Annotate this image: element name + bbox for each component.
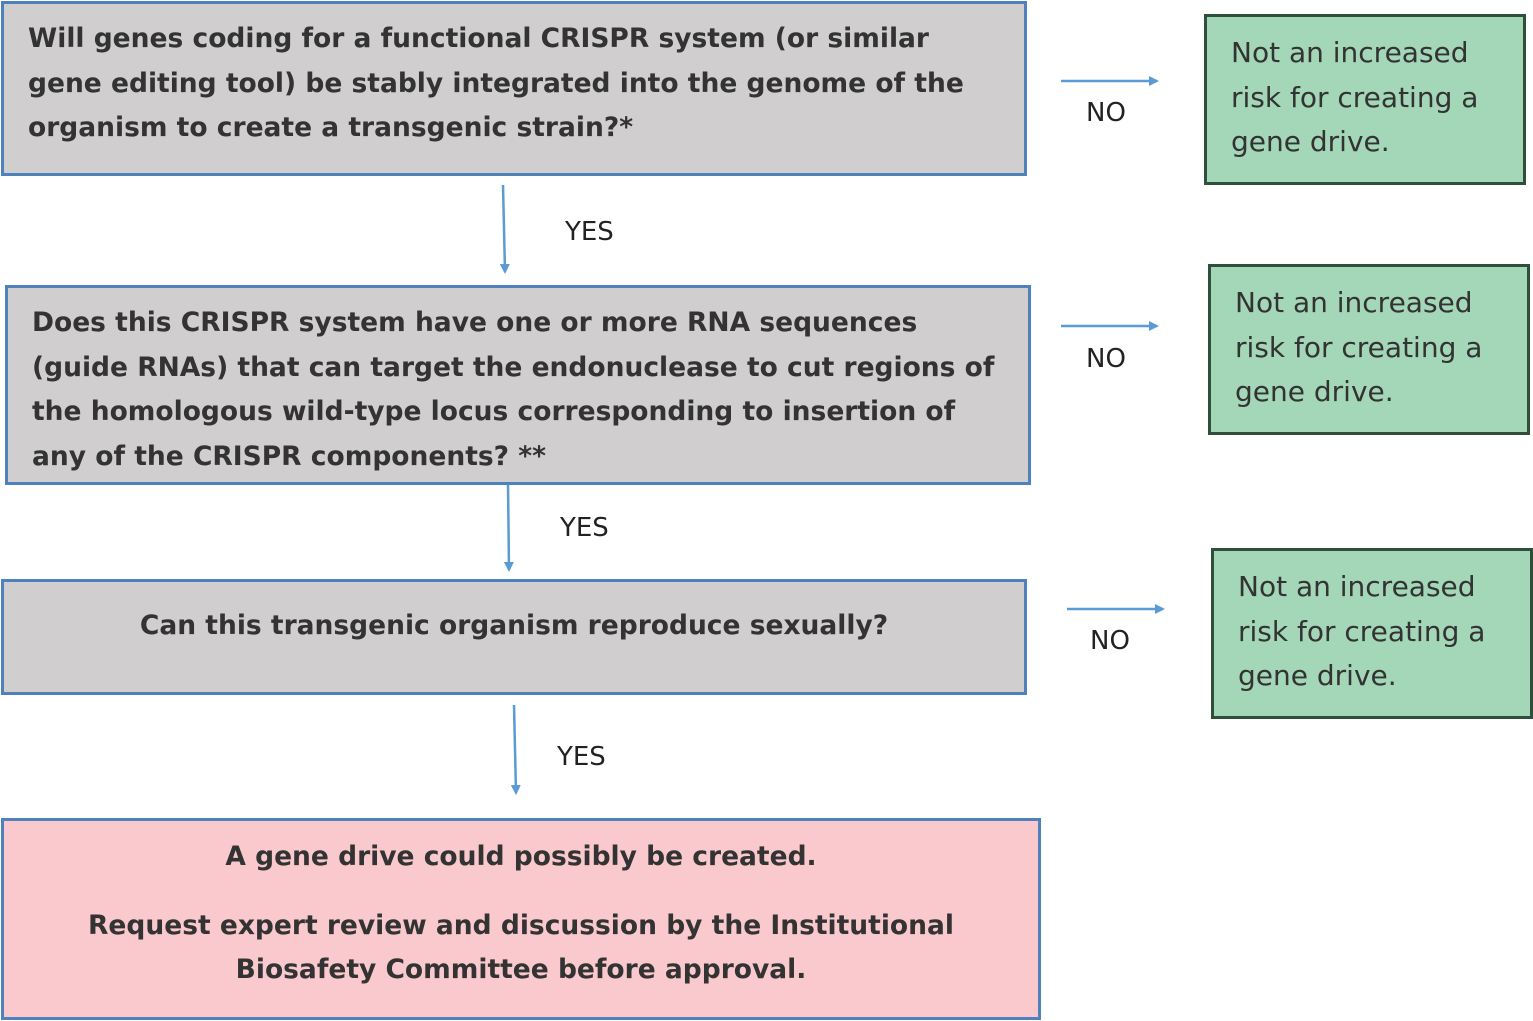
outcome-text-3: Not an increased risk for creating a gen… xyxy=(1238,570,1486,692)
question-box-3: Can this transgenic organism reproduce s… xyxy=(1,579,1027,695)
yes-arrow-2 xyxy=(503,483,514,572)
outcome-text-1: Not an increased risk for creating a gen… xyxy=(1231,36,1479,158)
question-box-2: Does this CRISPR system have one or more… xyxy=(5,285,1031,485)
no-label-1: NO xyxy=(1086,98,1126,128)
outcome-box-3: Not an increased risk for creating a gen… xyxy=(1211,548,1533,719)
no-label-2: NO xyxy=(1086,344,1126,374)
question-text-3: Can this transgenic organism reproduce s… xyxy=(139,610,889,641)
final-line-1: A gene drive could possibly be created. xyxy=(225,841,817,872)
outcome-text-2: Not an increased risk for creating a gen… xyxy=(1235,286,1483,408)
yes-label-3: YES xyxy=(557,742,606,772)
yes-label-1: YES xyxy=(565,217,614,247)
final-box: A gene drive could possibly be created. … xyxy=(1,818,1041,1020)
outcome-box-1: Not an increased risk for creating a gen… xyxy=(1204,14,1526,185)
final-line-2: Request expert review and discussion by … xyxy=(88,909,954,986)
yes-label-2: YES xyxy=(560,513,609,543)
outcome-box-2: Not an increased risk for creating a gen… xyxy=(1208,264,1530,435)
question-text-2: Does this CRISPR system have one or more… xyxy=(32,307,995,472)
no-label-3: NO xyxy=(1090,626,1130,656)
question-box-1: Will genes coding for a functional CRISP… xyxy=(1,1,1027,176)
yes-arrow-3 xyxy=(510,704,521,795)
yes-arrow-1 xyxy=(499,184,510,274)
question-text-1: Will genes coding for a functional CRISP… xyxy=(28,23,964,143)
